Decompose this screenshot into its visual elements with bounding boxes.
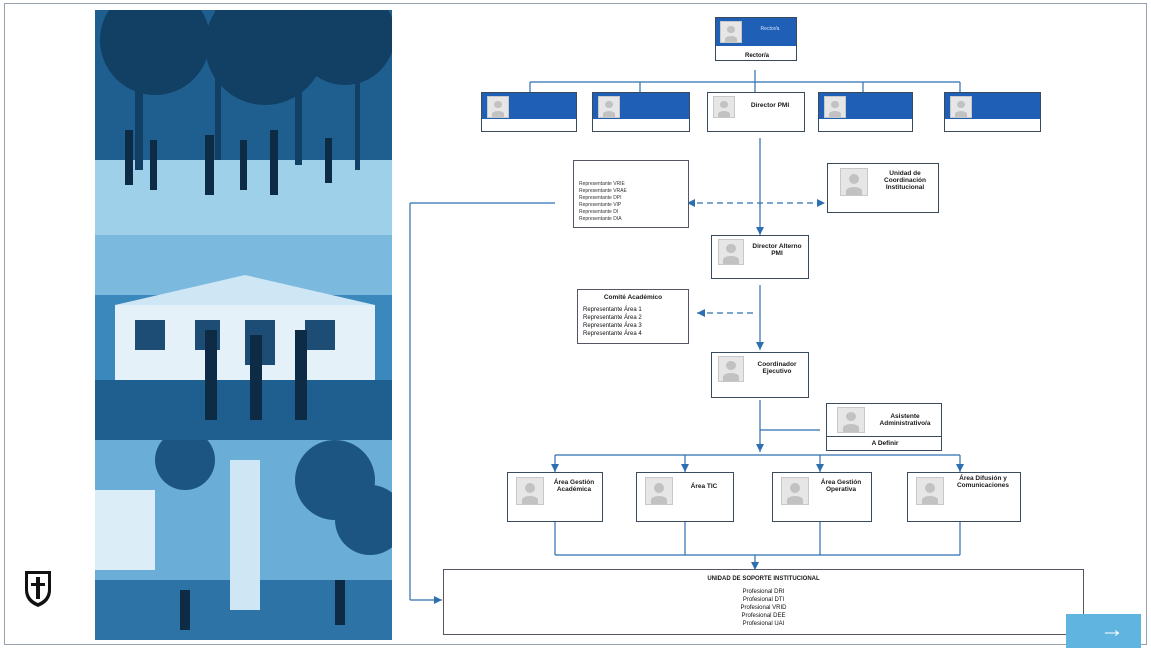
- comite-academico-box: Comité Académico Representante Área 1 Re…: [577, 289, 689, 344]
- org-node-area-4: Área Difusión y Comunicaciones: [907, 472, 1021, 522]
- area-title-4: Área Difusión y Comunicaciones: [956, 475, 1009, 489]
- committee-item: Representante VIP: [579, 202, 622, 208]
- org-node-coordinador-ejecutivo: Coordinador Ejecutivo: [711, 352, 809, 398]
- org-node-asistente: Asistente Administrativo/a A Definir: [826, 403, 942, 451]
- campus-photo-bottom: [95, 440, 392, 640]
- area-title-2: Área TIC: [690, 483, 718, 490]
- arrow-right-icon: →: [1100, 616, 1124, 643]
- committee-item: Representante DIA: [579, 216, 622, 222]
- support-unit-item: Profesional DRI: [742, 589, 785, 595]
- area-title-3: Área Gestión Operativa: [820, 479, 862, 493]
- avatar: [487, 96, 509, 118]
- comite-academico-item: Representante Área 3: [583, 323, 642, 329]
- committee-item: Representante DPI: [579, 195, 622, 201]
- slide-frame: [4, 3, 1147, 645]
- director-pmi-title: Director PMI: [750, 102, 790, 109]
- area-title-1: Área Gestión Académica: [553, 479, 595, 493]
- comite-academico-item: Representante Área 1: [583, 307, 642, 313]
- committee-item: Representante VRIE: [579, 181, 625, 187]
- avatar: [837, 407, 865, 433]
- avatar: [950, 96, 972, 118]
- avatar: [916, 477, 944, 505]
- avatar: [713, 96, 735, 118]
- org-node-area-3: Área Gestión Operativa: [772, 472, 872, 522]
- avatar: [516, 477, 544, 505]
- next-slide-button[interactable]: →: [1066, 614, 1141, 648]
- support-unit-title: UNIDAD DE SOPORTE INSTITUCIONAL: [707, 576, 820, 582]
- org-node-director-alterno: Director Alterno PMI: [711, 235, 809, 279]
- rector-title: Rector/a: [760, 26, 780, 32]
- committee-box: Representante VRIE Representante VRAE Re…: [573, 160, 689, 228]
- org-node-tier1-2: [592, 92, 690, 132]
- committee-item: Representante VRAE: [579, 188, 627, 194]
- director-alterno-title: Director Alterno PMI: [752, 243, 802, 257]
- support-unit-item: Profesional UAI: [742, 621, 785, 627]
- avatar: [720, 21, 742, 43]
- asistente-title: Asistente Administrativo/a: [879, 413, 931, 427]
- coordination-unit-title: Unidad de Coordinación Institucional: [884, 170, 926, 191]
- avatar: [824, 96, 846, 118]
- org-node-director-pmi: Director PMI: [707, 92, 805, 132]
- university-crest-icon: [23, 568, 53, 608]
- rector-role: Rector/a: [744, 53, 769, 59]
- org-chart-connectors: [409, 70, 964, 604]
- campus-photo-middle: [95, 235, 392, 440]
- support-unit-box: UNIDAD DE SOPORTE INSTITUCIONAL Profesio…: [443, 569, 1084, 635]
- org-node-area-1: Área Gestión Académica: [507, 472, 603, 522]
- avatar: [718, 356, 744, 382]
- org-node-area-2: Área TIC: [636, 472, 734, 522]
- comite-academico-item: Representante Área 4: [583, 331, 642, 337]
- avatar: [645, 477, 673, 505]
- campus-photo-top: [95, 10, 392, 235]
- org-node-tier1-1: [481, 92, 577, 132]
- coordinador-title: Coordinador Ejecutivo: [757, 361, 797, 375]
- org-node-rector: Rector/a Rector/a: [715, 17, 797, 61]
- org-node-coordination-unit: Unidad de Coordinación Institucional: [827, 163, 939, 213]
- committee-item: Representante DI: [579, 209, 619, 215]
- avatar: [781, 477, 809, 505]
- org-node-tier1-5: [944, 92, 1041, 132]
- support-unit-item: Profesional DTI: [742, 597, 785, 603]
- comite-academico-title: Comité Académico: [603, 294, 663, 301]
- asistente-name: A Definir: [871, 440, 899, 447]
- support-unit-item: Profesional VRID: [740, 605, 787, 611]
- org-node-tier1-4: [818, 92, 913, 132]
- support-unit-item: Profesional DEE: [741, 613, 786, 619]
- avatar: [840, 168, 868, 196]
- avatar: [718, 239, 744, 265]
- comite-academico-item: Representante Área 2: [583, 315, 642, 321]
- avatar: [598, 96, 620, 118]
